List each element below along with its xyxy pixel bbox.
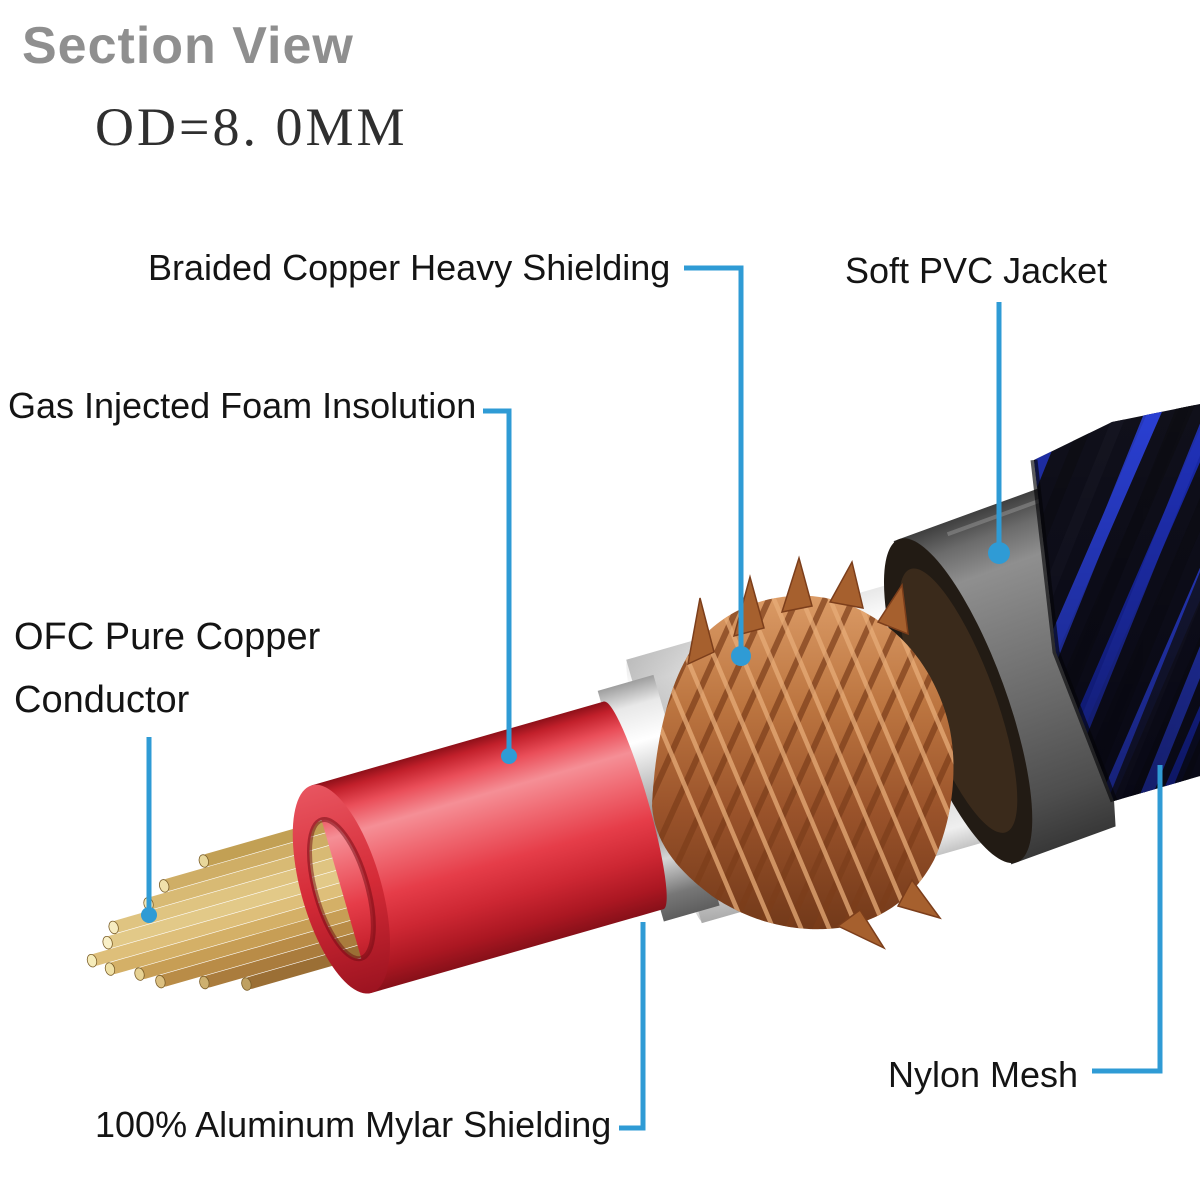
dot-ofc-conductor bbox=[141, 907, 157, 923]
leader-nylon-mesh bbox=[1092, 765, 1163, 1074]
braid-frayed-tufts bbox=[687, 555, 942, 950]
callout-leader-lines bbox=[146, 265, 1163, 1131]
callout-leader-dots bbox=[141, 542, 1010, 923]
foam-insulation-red-layer bbox=[292, 701, 667, 994]
callout-ofc-line2: Conductor bbox=[14, 679, 190, 721]
callout-braided-copper-shielding: Braided Copper Heavy Shielding bbox=[148, 247, 671, 288]
callout-gas-injected-foam: Gas Injected Foam Insolution bbox=[8, 385, 477, 426]
callout-ofc-pure-copper-conductor: OFC Pure Copper Conductor bbox=[14, 606, 320, 732]
dot-braided-copper bbox=[731, 646, 751, 666]
leader-braided-copper bbox=[684, 265, 744, 651]
pvc-jacket bbox=[883, 380, 1138, 865]
dot-foam bbox=[501, 748, 517, 764]
dot-soft-pvc bbox=[988, 542, 1010, 564]
callout-nylon-mesh: Nylon Mesh bbox=[888, 1054, 1079, 1095]
callout-ofc-line1: OFC Pure Copper bbox=[14, 616, 321, 658]
leader-foam bbox=[483, 408, 512, 751]
callout-soft-pvc-jacket: Soft PVC Jacket bbox=[845, 250, 1108, 291]
od-dimension-label: OD=8. 0MM bbox=[95, 97, 408, 157]
strand-end-caps bbox=[86, 854, 252, 991]
mesh-opening-edge bbox=[1030, 459, 1118, 803]
page-title: Section View bbox=[22, 17, 354, 75]
leader-mylar bbox=[619, 922, 646, 1131]
callout-aluminum-mylar-shielding: 100% Aluminum Mylar Shielding bbox=[95, 1104, 612, 1145]
